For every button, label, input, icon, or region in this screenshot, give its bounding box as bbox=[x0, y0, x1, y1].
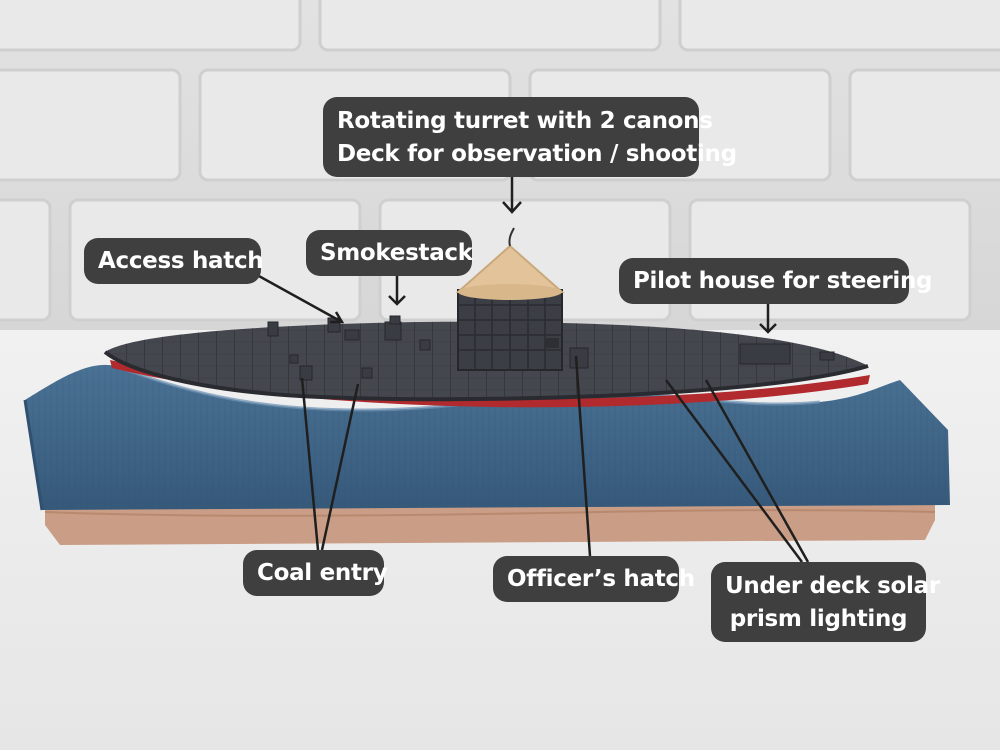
turret-model bbox=[455, 227, 565, 371]
access-hatch-callout: Access hatch bbox=[84, 238, 264, 284]
smokestack-callout: Smokestack bbox=[306, 230, 473, 276]
turret-callout-line2: Deck for observation / shooting bbox=[337, 141, 737, 167]
officers-hatch-callout: Officer’s hatch bbox=[493, 556, 695, 602]
coal-entry-callout: Coal entry bbox=[243, 550, 388, 596]
solar-lighting-callout: Under deck solar prism lighting bbox=[711, 562, 940, 642]
solar-callout-line2: prism lighting bbox=[729, 606, 908, 632]
callout-pointers bbox=[247, 176, 810, 563]
turret-callout: Rotating turret with 2 canons Deck for o… bbox=[323, 97, 737, 177]
pilot-house-callout: Pilot house for steering bbox=[619, 258, 932, 304]
deck-fittings bbox=[267, 315, 835, 381]
solar-callout-line1: Under deck solar bbox=[725, 573, 940, 599]
turret-callout-line1: Rotating turret with 2 canons bbox=[337, 108, 713, 134]
